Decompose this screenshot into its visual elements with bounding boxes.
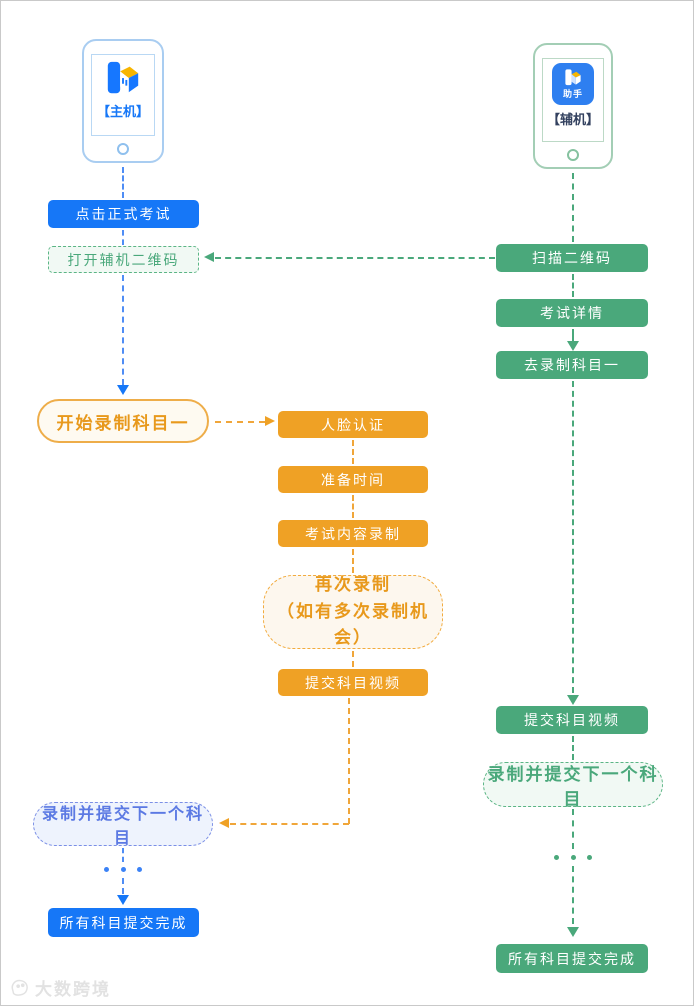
main-phone-device: 【主机】 xyxy=(82,39,164,163)
step-retry-record: 再次录制 （如有多次录制机会） xyxy=(263,575,443,649)
step-record-next-left-label: 录制并提交下一个科目 xyxy=(41,806,204,847)
connector-startrecord-to-face xyxy=(215,421,265,423)
connector-clickexam-to-openqr xyxy=(122,230,124,245)
connector-submit-elbow-vertical xyxy=(348,698,350,824)
assistant-device-label: 【辅机】 xyxy=(546,112,599,127)
step-scan-qr: 扫描二维码 xyxy=(496,244,648,272)
arrow-down-icon xyxy=(567,695,579,705)
step-retry-record-line1: 再次录制 xyxy=(315,575,391,595)
step-retry-record-line2: （如有多次录制机会） xyxy=(277,601,429,648)
step-start-record-label: 开始录制科目一 xyxy=(56,413,190,433)
home-button-icon xyxy=(567,149,579,161)
step-record-next-left: 录制并提交下一个科目 xyxy=(33,802,213,847)
step-exam-detail: 考试详情 xyxy=(496,299,648,327)
connector-recordnext-to-dots-right xyxy=(572,809,574,849)
connector-recordnext-to-dots-left xyxy=(122,848,124,862)
step-submit-video-right-label: 提交科目视频 xyxy=(524,712,620,728)
step-prep-time-label: 准备时间 xyxy=(321,471,385,488)
step-exam-detail-label: 考试详情 xyxy=(540,305,604,321)
step-content-record-label: 考试内容录制 xyxy=(305,525,401,542)
step-prep-time: 准备时间 xyxy=(278,466,428,493)
connector-submit-elbow-horizontal xyxy=(230,823,349,825)
arrow-down-icon xyxy=(117,895,129,905)
connector-detail-to-gorecord xyxy=(572,329,574,341)
step-all-done-left-label: 所有科目提交完成 xyxy=(59,914,188,931)
connector-dots-to-alldone-right xyxy=(572,866,574,924)
connector-scan-to-detail xyxy=(572,274,574,297)
step-go-record: 去录制科目一 xyxy=(496,351,648,379)
arrow-down-icon xyxy=(567,927,579,937)
step-all-done-left: 所有科目提交完成 xyxy=(48,908,199,937)
step-submit-video-right: 提交科目视频 xyxy=(496,706,648,734)
step-face-verify: 人脸认证 xyxy=(278,411,428,438)
step-submit-video-middle-label: 提交科目视频 xyxy=(305,674,401,691)
step-click-exam-label: 点击正式考试 xyxy=(75,206,172,222)
ellipsis-dots-left xyxy=(104,867,142,872)
step-click-exam: 点击正式考试 xyxy=(48,200,199,228)
app-logo-icon xyxy=(565,69,581,86)
connector-dots-to-alldone-left xyxy=(122,878,124,894)
assistant-phone-screen: 助手 【辅机】 xyxy=(542,58,604,142)
assistant-phone-device: 助手 【辅机】 xyxy=(533,43,613,169)
watermark-logo-icon xyxy=(11,979,28,996)
connector-retry-to-submit xyxy=(352,651,354,667)
main-phone-screen: 【主机】 xyxy=(91,54,155,136)
ellipsis-dots-right xyxy=(554,855,592,860)
app-logo-icon xyxy=(107,61,139,94)
step-go-record-label: 去录制科目一 xyxy=(524,357,620,373)
main-device-label: 【主机】 xyxy=(96,104,149,119)
connector-gorecord-to-submit xyxy=(572,381,574,693)
watermark-text: 大数跨境 xyxy=(35,980,111,999)
connector-prep-to-record xyxy=(352,495,354,518)
home-button-icon xyxy=(117,143,129,155)
step-face-verify-label: 人脸认证 xyxy=(321,416,385,433)
step-open-qr-label: 打开辅机二维码 xyxy=(67,251,180,268)
connector-scan-to-openqr xyxy=(215,257,495,259)
arrow-right-icon xyxy=(265,416,275,426)
arrow-down-icon xyxy=(117,385,129,395)
connector-face-to-prep xyxy=(352,440,354,464)
step-all-done-right: 所有科目提交完成 xyxy=(496,944,648,973)
connector-mainphone-to-clickexam xyxy=(122,167,124,198)
arrow-left-icon xyxy=(219,818,229,828)
step-all-done-right-label: 所有科目提交完成 xyxy=(508,950,636,967)
arrow-left-icon xyxy=(204,252,214,262)
assistant-app-name: 助手 xyxy=(562,89,583,99)
connector-record-to-retry xyxy=(352,549,354,573)
step-record-next-right: 录制并提交下一个科目 xyxy=(483,762,663,809)
step-start-record: 开始录制科目一 xyxy=(37,399,209,443)
arrow-down-icon xyxy=(567,341,579,351)
connector-submit-to-recordnext-right xyxy=(572,736,574,760)
step-scan-qr-label: 扫描二维码 xyxy=(532,250,612,266)
assistant-app-icon: 助手 xyxy=(552,63,594,105)
step-open-qr: 打开辅机二维码 xyxy=(48,246,199,273)
step-content-record: 考试内容录制 xyxy=(278,520,428,547)
connector-openqr-to-startrecord xyxy=(122,275,124,385)
connector-asstphone-to-scan xyxy=(572,173,574,242)
step-submit-video-middle: 提交科目视频 xyxy=(278,669,428,696)
step-record-next-right-label: 录制并提交下一个科目 xyxy=(487,764,659,809)
watermark: 大数跨境 xyxy=(9,975,111,1000)
